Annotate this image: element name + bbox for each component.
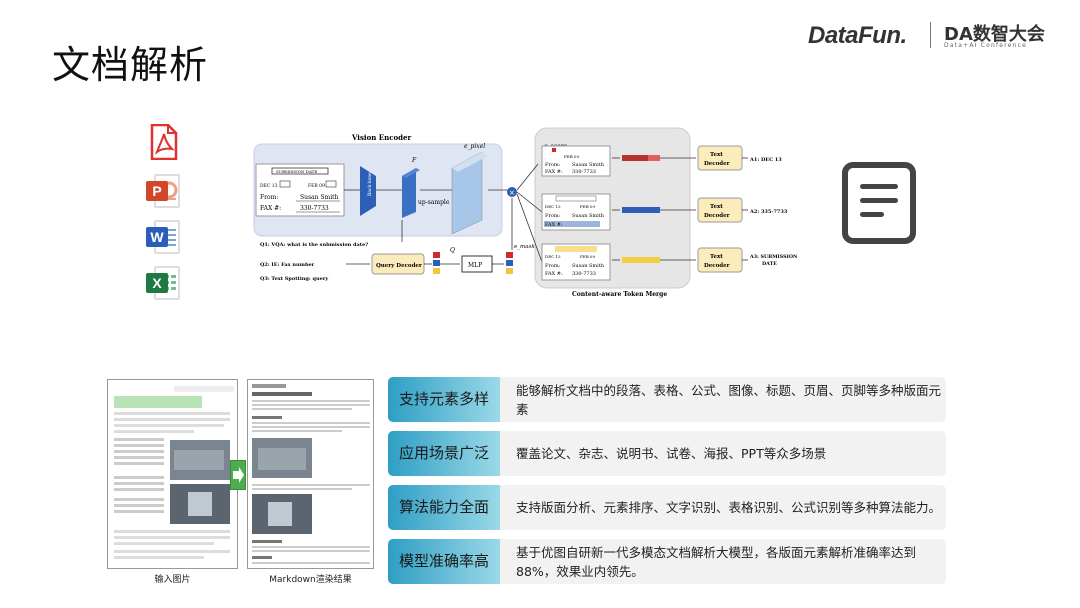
- markdown-caption: Markdown渲染结果: [269, 575, 352, 585]
- excel-icon: X: [146, 266, 180, 302]
- query-decoder-label: Query Decoder: [376, 263, 422, 269]
- architecture-diagram: Vision Encoder SUBMISSION DATE DEC 13 FE…: [252, 124, 798, 302]
- feature-row: 应用场景广泛 覆盖论文、杂志、说明书、试卷、海报、PPT等众多场景: [388, 431, 946, 476]
- svg-text:Susan Smith: Susan Smith: [572, 263, 605, 269]
- svg-text:FAX #:: FAX #:: [545, 271, 563, 277]
- svg-text:Decoder: Decoder: [704, 161, 730, 167]
- svg-text:FAX #:: FAX #:: [545, 222, 563, 228]
- feature-row: 算法能力全面 支持版面分析、元素排序、文字识别、表格识别、公式识别等多种算法能力…: [388, 485, 946, 530]
- svg-text:Decoder: Decoder: [704, 213, 730, 219]
- feature-tag: 支持元素多样: [388, 377, 500, 422]
- svg-text:A2: 335-7733: A2: 335-7733: [749, 209, 788, 215]
- svg-text:A1: DEC 13: A1: DEC 13: [749, 157, 782, 163]
- svg-text:A3: SUBMISSION: A3: SUBMISSION: [749, 254, 797, 260]
- feature-desc: 支持版面分析、元素排序、文字识别、表格识别、公式识别等多种算法能力。: [516, 500, 942, 515]
- svg-text:Q: Q: [450, 247, 455, 254]
- input-form-thumbnail: SUBMISSION DATE DEC 13 FEB 09 From: Susa…: [255, 163, 345, 217]
- svg-text:Q1: VQA: what is the submissio: Q1: VQA: what is the submission date?: [260, 242, 368, 248]
- svg-text:DEC 13: DEC 13: [545, 254, 561, 259]
- svg-text:DEC 13: DEC 13: [260, 183, 278, 189]
- powerpoint-icon: P: [146, 174, 180, 210]
- da-conference-logo: DA数智大会: [944, 24, 1045, 45]
- svg-text:FAX #:: FAX #:: [545, 169, 563, 175]
- svg-text:SUBMISSION DATE: SUBMISSION DATE: [276, 169, 317, 174]
- conversion-arrow-icon: [230, 460, 246, 490]
- text-decoder-1: Text Decoder: [697, 145, 743, 171]
- svg-text:From:: From:: [260, 194, 278, 201]
- svg-text:DEC 13: DEC 13: [545, 204, 561, 209]
- pdf-icon: [146, 123, 180, 161]
- da-conference-subtitle: Data+AI Conference: [944, 42, 1028, 49]
- input-image-caption: 输入图片: [154, 575, 191, 585]
- svg-text:330-7733: 330-7733: [300, 205, 329, 212]
- svg-text:Susan Smith: Susan Smith: [572, 213, 605, 219]
- svg-text:From:: From:: [545, 263, 561, 269]
- svg-text:e_pixel: e_pixel: [464, 143, 485, 150]
- svg-text:FEB 09: FEB 09: [308, 183, 325, 189]
- backbone-label: Back-bone: [367, 172, 373, 196]
- feature-tag: 模型准确率高: [388, 539, 500, 584]
- svg-text:F: F: [411, 157, 417, 164]
- svg-text:DATE: DATE: [762, 261, 777, 267]
- svg-text:up-sample: up-sample: [418, 199, 450, 206]
- svg-text:Q2: IE: Fax number: Q2: IE: Fax number: [260, 262, 315, 268]
- svg-text:Susan Smith: Susan Smith: [572, 162, 605, 168]
- feature-row: 模型准确率高 基于优图自研新一代多模态文档解析大模型，各版面元素解析准确率达到8…: [388, 539, 946, 584]
- feature-tag: 算法能力全面: [388, 485, 500, 530]
- svg-text:From:: From:: [545, 162, 561, 168]
- feature-tag: 应用场景广泛: [388, 431, 500, 476]
- logo-divider: [930, 22, 931, 48]
- svg-text:FAX #:: FAX #:: [260, 205, 281, 212]
- svg-text:Q3: Text Spotting: query: Q3: Text Spotting: query: [260, 276, 329, 282]
- token-merge-label: Content-aware Token Merge: [572, 291, 667, 298]
- svg-text:Susan Smith: Susan Smith: [300, 194, 339, 201]
- svg-text:330-7733: 330-7733: [572, 169, 596, 175]
- markdown-render-example: [247, 379, 374, 569]
- feature-desc: 能够解析文档中的段落、表格、公式、图像、标题、页眉、页脚等多种版面元素: [516, 382, 942, 417]
- input-image-example: [107, 379, 238, 569]
- document-output-icon: [842, 162, 916, 244]
- svg-text:Text: Text: [710, 204, 723, 210]
- text-decoder-2: Text Decoder: [697, 197, 743, 223]
- svg-text:Text: Text: [710, 152, 723, 158]
- svg-text:From:: From:: [545, 213, 561, 219]
- vision-encoder-label: Vision Encoder: [351, 133, 411, 142]
- svg-text:Text: Text: [710, 254, 723, 260]
- svg-text:Decoder: Decoder: [704, 263, 730, 269]
- mlp-label: MLP: [468, 262, 482, 269]
- svg-text:×: ×: [509, 189, 515, 197]
- svg-text:330-7733: 330-7733: [572, 271, 596, 277]
- svg-text:FEB 09: FEB 09: [580, 254, 595, 259]
- word-icon: W: [146, 220, 180, 256]
- feature-row: 支持元素多样 能够解析文档中的段落、表格、公式、图像、标题、页眉、页脚等多种版面…: [388, 377, 946, 422]
- feature-desc: 基于优图自研新一代多模态文档解析大模型，各版面元素解析准确率达到88%，效果业内…: [516, 544, 917, 579]
- logo-area: DataFun. DA数智大会 Data+AI Conference: [808, 20, 1058, 52]
- svg-text:FEB 09: FEB 09: [580, 204, 595, 209]
- svg-text:FEB 09: FEB 09: [564, 154, 579, 159]
- merge-form-2: DEC 13 FEB 09 From: Susan Smith FAX #:: [541, 193, 611, 231]
- merge-form-3: DEC 13 FEB 09 From: Susan Smith FAX #: 3…: [541, 243, 611, 281]
- text-decoder-3: Text Decoder: [697, 247, 743, 273]
- page-title: 文档解析: [52, 43, 209, 87]
- feature-desc: 覆盖论文、杂志、说明书、试卷、海报、PPT等众多场景: [516, 446, 827, 461]
- merge-form-1: FEB 09 From: Susan Smith FAX #: 330-7733: [541, 145, 611, 177]
- svg-text:e_mask: e_mask: [514, 244, 535, 250]
- datafun-logo: DataFun.: [808, 22, 907, 49]
